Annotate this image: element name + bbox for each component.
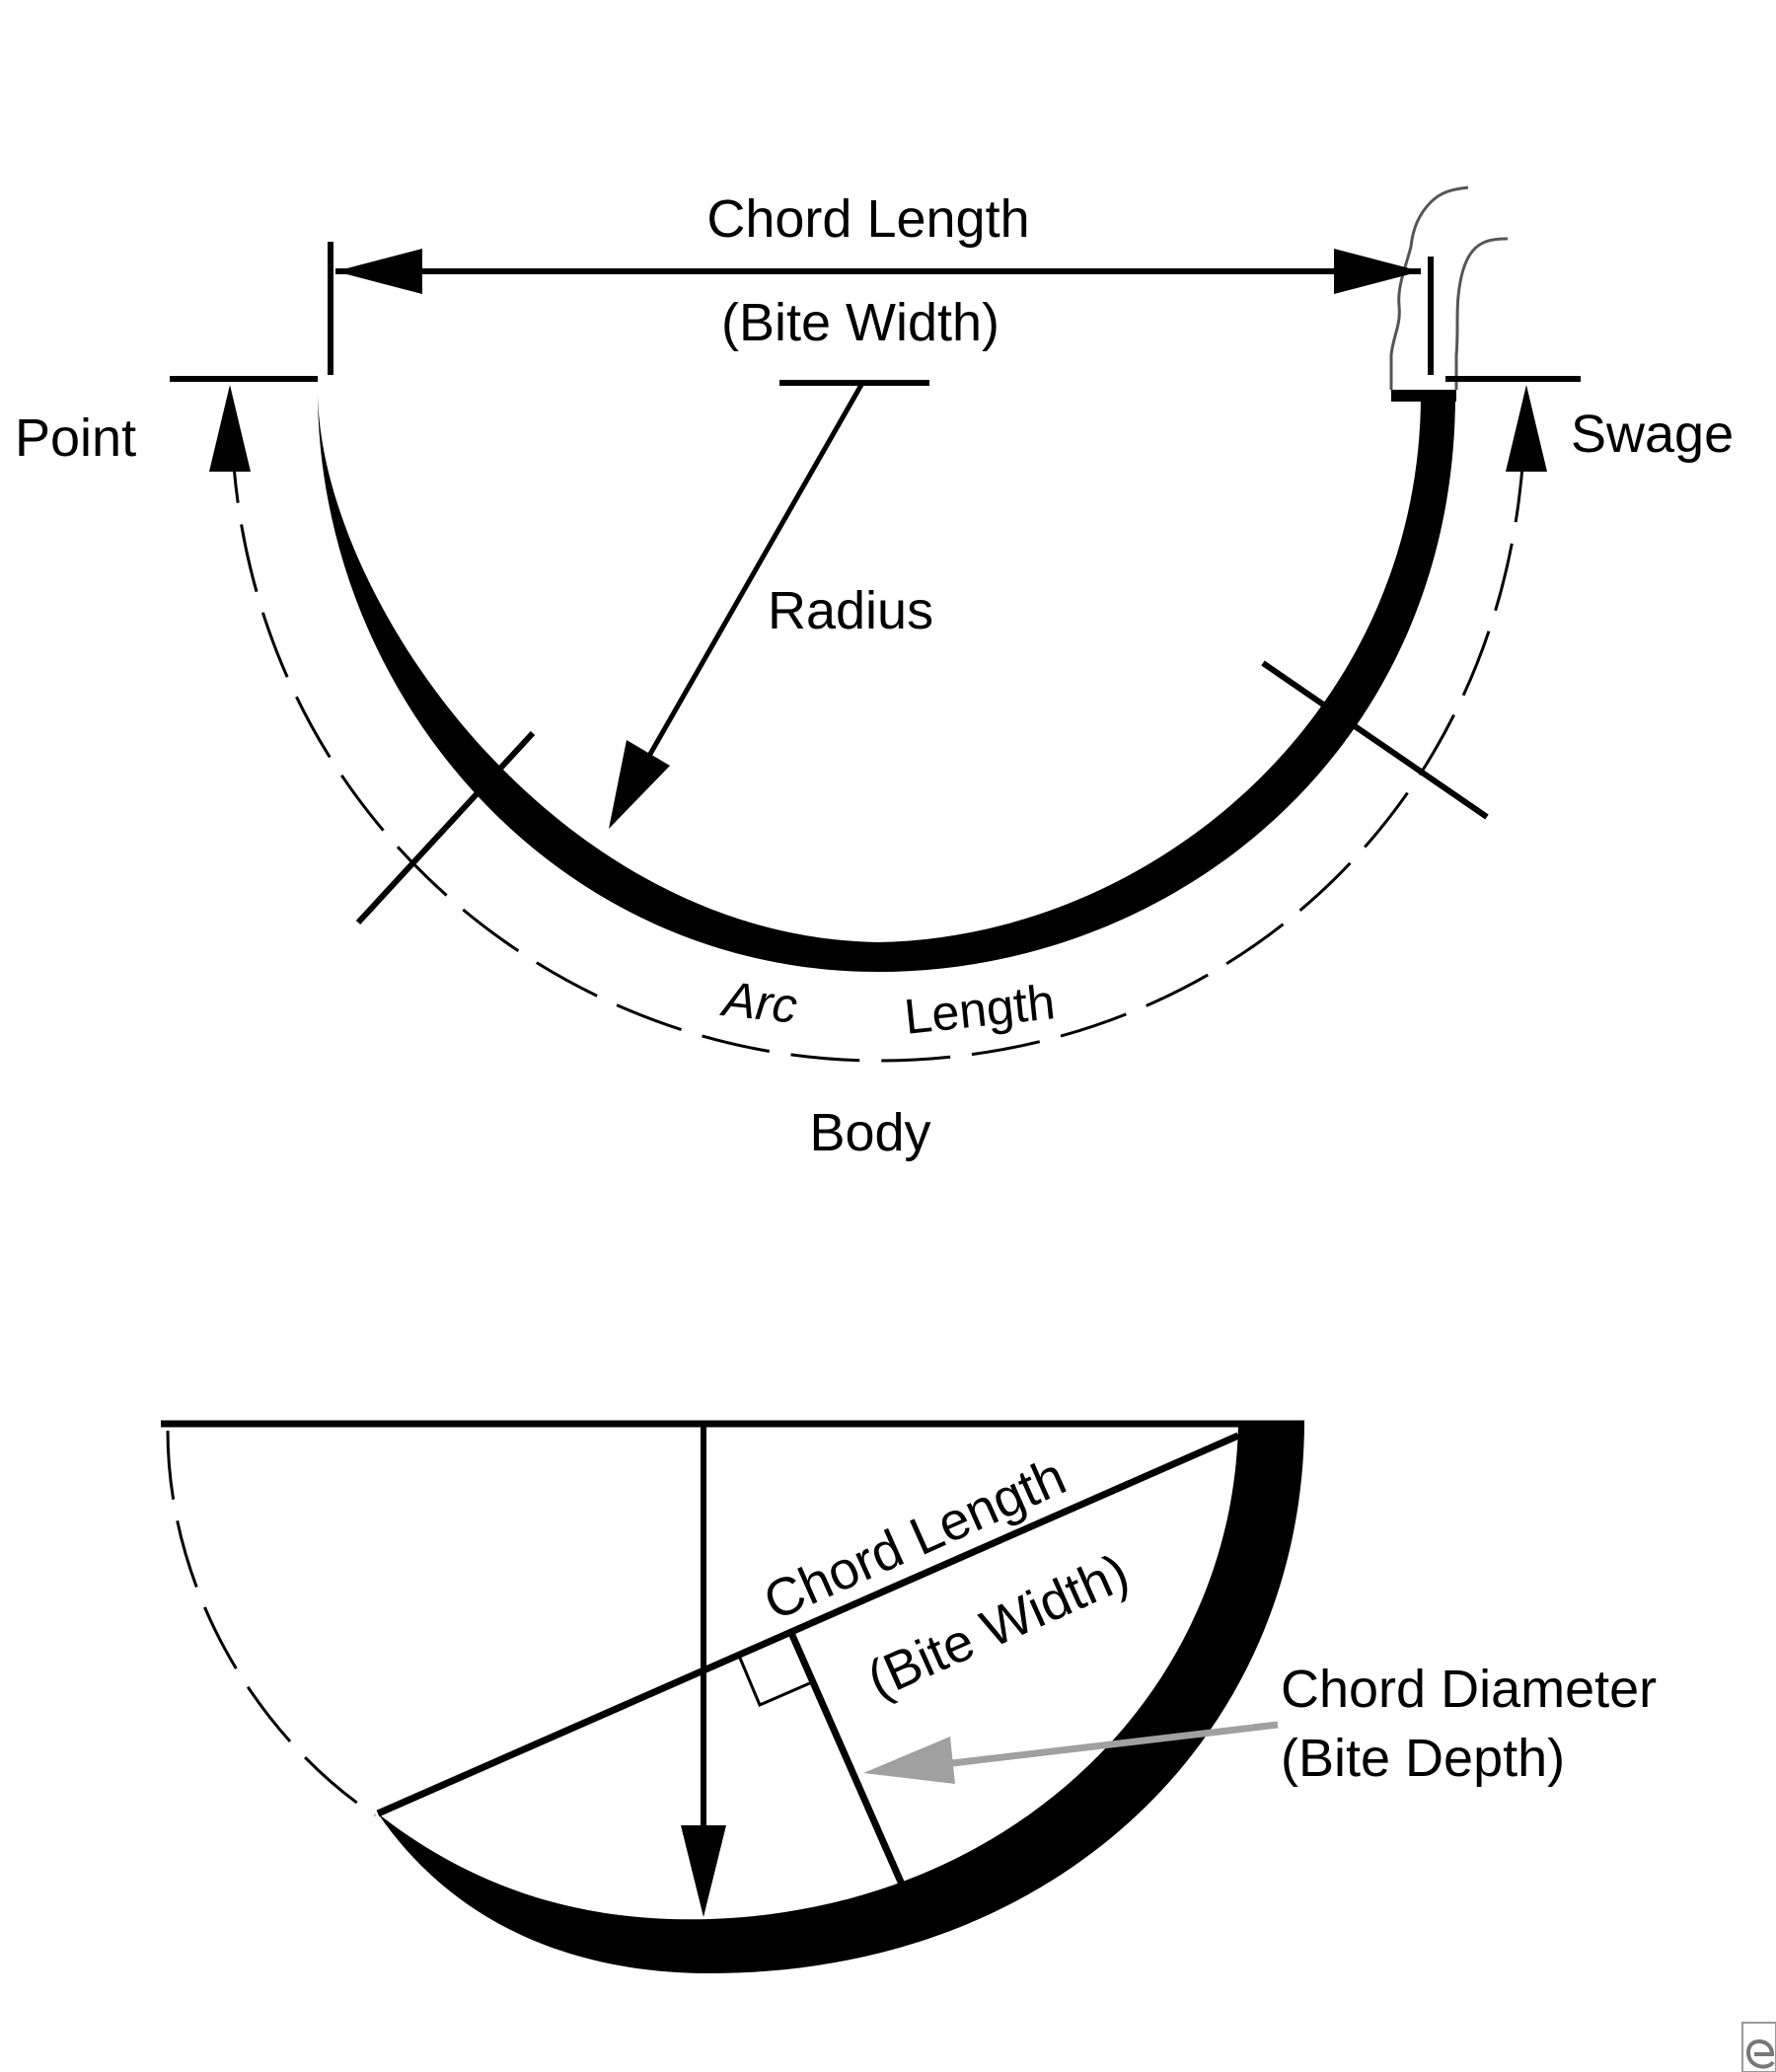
chord-diameter-line [787, 1631, 907, 1888]
arc-arrowhead-left [209, 385, 251, 472]
suture-thread-left [1389, 185, 1469, 390]
right-angle-marker [737, 1655, 813, 1707]
bite-depth-label: (Bite Depth) [1281, 1729, 1565, 1788]
swage-label: Swage [1571, 405, 1734, 464]
length-label: Length [902, 974, 1058, 1045]
bottom-vertical-arrowhead [681, 1825, 726, 1917]
e-logo-icon [1741, 2022, 1776, 2072]
top-chord-arrowhead-right [1334, 249, 1421, 294]
radius-label: Radius [768, 581, 933, 640]
arc-label: Arc [717, 971, 799, 1034]
bottom-figure: Chord Length (Bite Width) Chord Diameter… [161, 1420, 1657, 1973]
bottom-needle-body [378, 1424, 1304, 1973]
point-label: Point [15, 408, 136, 468]
bite-depth-gray-arrowhead [863, 1737, 955, 1784]
arc-arrowhead-right [1506, 385, 1547, 472]
top-chord-arrowhead-left [335, 249, 422, 294]
body-label: Body [809, 1103, 930, 1162]
body-boundary-tick-left [355, 730, 536, 925]
suture-thread-right [1454, 237, 1509, 390]
swage-block [1391, 390, 1456, 402]
bottom-chord-line [376, 1432, 1240, 1817]
top-chord-length-label: Chord Length [706, 189, 1029, 249]
radius-line [638, 383, 864, 772]
radius-arrowhead [609, 740, 670, 829]
bottom-dashed-arc [166, 1430, 376, 1817]
top-bite-width-label: (Bite Width) [721, 293, 999, 352]
top-figure: Chord Length (Bite Width) Radius Point S… [15, 185, 1734, 1162]
arc-length-dashed-curve [230, 433, 1526, 1063]
bite-depth-gray-arrow-line [926, 1721, 1279, 1770]
chord-diameter-label: Chord Diameter [1281, 1660, 1657, 1719]
body-boundary-tick-right [1261, 660, 1489, 820]
